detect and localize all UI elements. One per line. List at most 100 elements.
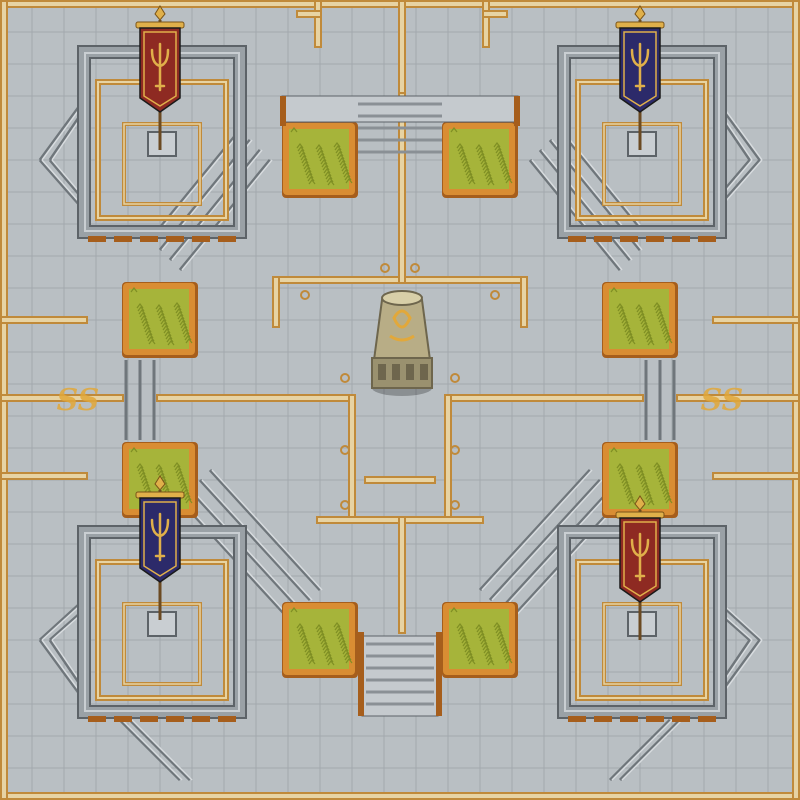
stair-line [618,718,682,782]
enclosure-stud [192,236,210,242]
stair-highlight [481,469,593,591]
banner-crossbar [615,21,665,29]
banner-emblem [630,532,650,582]
monument-emblem-arc [389,334,415,342]
floor-glyph: SS [57,383,100,418]
planter-grass [609,289,669,349]
stair-highlight [121,719,183,781]
banner-crossbar [615,511,665,519]
banner-emblem [630,42,650,92]
planter-grass-texture [290,607,353,666]
enclosure-stud [672,716,690,722]
top-stairs-base [281,95,519,123]
planter-grass [449,609,509,669]
enclosure-stud [192,716,210,722]
path-ornament [340,500,350,510]
stair-line [118,718,182,782]
enclosure-stud [88,716,106,722]
enclosure-stud [114,236,132,242]
monument-rune [406,364,414,380]
planter-grass [449,129,509,189]
stair-line [208,468,322,592]
floor-glyph: SS [701,383,744,418]
planter-grass-texture [130,287,193,346]
planter-grass-texture [450,127,513,186]
stone-stairs [280,95,520,717]
central-monument [371,290,433,396]
banner-finial [634,5,646,21]
planter-grass-texture [610,287,673,346]
banner-trim [143,501,177,577]
enclosure-stud [594,716,612,722]
banner-trim [623,521,657,597]
enclosure-stud [218,236,236,242]
banner-pedestal [147,131,177,157]
stair-line [608,718,672,782]
path-ornament [380,263,390,273]
stair-highlight [491,479,603,601]
banner-pedestal [627,131,657,157]
planter-grass-texture [290,127,353,186]
enclosure-inner-square-fill [123,123,201,205]
banner-trim [623,31,657,107]
stair-line [198,478,312,602]
monument-rune [420,364,428,380]
monument-emblem [392,309,412,329]
enclosure-stud [620,236,638,242]
monument-rune [378,364,386,380]
enclosure-stud [140,716,158,722]
stair-highlight [621,719,683,781]
enclosure-stud [166,716,184,722]
stair-line [538,149,632,261]
path-ornament [340,445,350,455]
banner-finial [154,475,166,491]
monument-shaft [372,299,432,361]
enclosure-stud [140,236,158,242]
enclosure-inner-square-fill [123,603,201,685]
banner-bottom-right [615,495,665,640]
banner-finial [154,5,166,21]
path-ornament [410,263,420,273]
banner-top-right [615,5,665,150]
path-ornament [450,445,460,455]
bottom-stairs-rail-left [358,632,364,716]
enclosure-stud [166,236,184,242]
stair-highlight [611,719,673,781]
path-ornament [340,373,350,383]
banner-pedestal [147,611,177,637]
enclosure-stud [568,236,586,242]
stair-line [38,99,86,161]
banner-emblem [150,512,170,562]
enclosure-stud [620,716,638,722]
bottom-stairs-rail-right [436,632,442,716]
planter-grass [129,289,189,349]
enclosure-stud [218,716,236,722]
banner-trim [143,31,177,107]
planter-grass [289,609,349,669]
banner-emblem [150,42,170,92]
stair-line [498,488,612,612]
stair-line [128,718,192,782]
enclosure-stud [698,716,716,722]
stair-highlight [201,479,313,601]
enclosure-inner-square-fill [603,603,681,685]
enclosure-stud [646,236,664,242]
banner-bottom-left [135,475,185,620]
enclosure-inner-square-fill [603,123,681,205]
monument-top [381,290,423,306]
stair-line [488,478,602,602]
banners [135,5,665,640]
diagonal-stairs [38,99,763,782]
enclosure-stud [698,236,716,242]
path-ornament [490,290,500,300]
stair-highlight [131,719,193,781]
banner-crossbar [135,21,185,29]
grass-planters [122,122,678,678]
stair-line [478,468,592,592]
stair-line [38,159,86,211]
floor-glyphs: SS SS [57,383,744,418]
banner-top-left [135,5,185,150]
path-ornament [450,500,460,510]
